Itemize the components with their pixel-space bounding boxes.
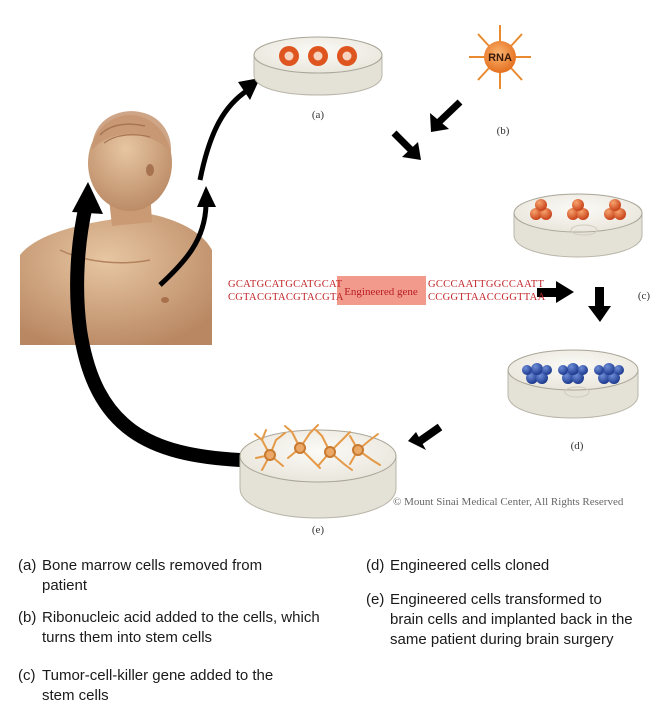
label-d: (d) [571, 440, 584, 452]
arrow-dna-to-c [537, 281, 574, 303]
flow-arrows [70, 78, 611, 467]
petri-dish-c [513, 193, 643, 258]
legend-item-e: (e) Engineered cells transformed to brai… [366, 590, 656, 650]
legend-tag-e: (e) [366, 591, 385, 608]
arrow-d-to-e [408, 423, 443, 450]
legend-text-a: Bone marrow cells removed from patient [42, 557, 263, 594]
arrow-a-to-c [391, 130, 421, 160]
petri-dish-e [239, 424, 397, 519]
legend-text-e: Engineered cells transformed to brain ce… [390, 591, 633, 648]
legend-item-c: (c) Tumor-cell-killer gene added to the … [18, 666, 328, 706]
orange-cell-clusters [530, 199, 626, 220]
rna-icon: RNA [469, 25, 531, 89]
petri-dish-a [253, 36, 383, 96]
blue-cell-clusters [522, 363, 624, 384]
legend-tag-b: (b) [18, 609, 37, 626]
label-e: (e) [312, 524, 325, 536]
dna-left-top: GCATGCATGCATGCAT [228, 279, 343, 290]
rna-label: RNA [488, 52, 512, 64]
legend-item-d: (d) Engineered cells cloned [366, 556, 656, 576]
arrow-c-to-d [588, 287, 611, 322]
process-diagram: (a) RNA (b) (c) GCATGCATGCATGCAT CGTACGT… [20, 25, 651, 536]
engineered-gene-label: Engineered gene [344, 286, 418, 298]
engineered-gene-box [337, 276, 426, 305]
legend-text-b: Ribonucleic acid added to the cells, whi… [42, 609, 320, 646]
arrow-b-to-a [430, 99, 463, 132]
copyright-notice: © Mount Sinai Medical Center, All Rights… [393, 496, 624, 508]
patient-figure [20, 111, 212, 345]
dna-right-top: GCCCAATTGGCCAATT [428, 279, 545, 290]
legend: (a) Bone marrow cells removed from patie… [0, 556, 670, 716]
legend-tag-a: (a) [18, 557, 37, 574]
legend-text-c: Tumor-cell-killer gene added to the stem… [42, 667, 274, 704]
neuron-cells [254, 424, 381, 471]
dna-left-bottom: CGTACGTACGTACGTA [228, 292, 344, 303]
label-c: (c) [638, 290, 651, 302]
label-a: (a) [312, 109, 325, 121]
legend-tag-d: (d) [366, 557, 385, 574]
orange-cells [279, 46, 357, 66]
label-b: (b) [497, 125, 510, 137]
dna-sequence: GCATGCATGCATGCAT CGTACGTACGTACGTA Engine… [228, 276, 546, 305]
legend-item-b: (b) Ribonucleic acid added to the cells,… [18, 608, 328, 648]
legend-item-a: (a) Bone marrow cells removed from patie… [18, 556, 328, 596]
legend-text-d: Engineered cells cloned [390, 557, 550, 574]
dna-right-bottom: CCGGTTAACCGGTTAA [428, 292, 546, 303]
petri-dish-d [507, 349, 639, 419]
legend-tag-c: (c) [18, 667, 36, 684]
